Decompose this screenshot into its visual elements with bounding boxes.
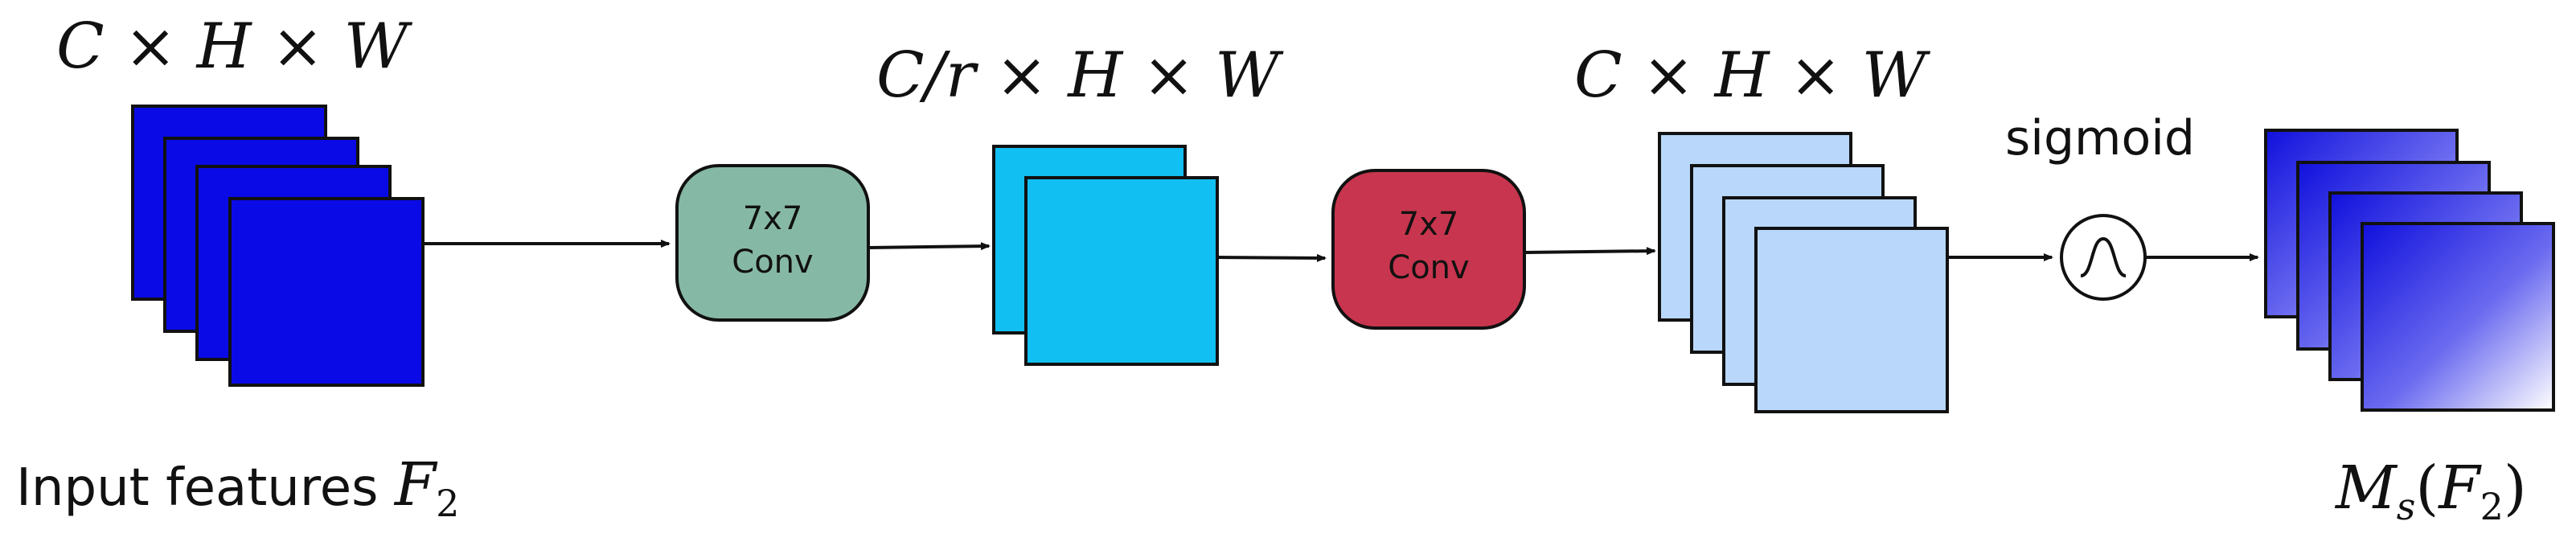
output-feature-stack: Ms(F2) — [2264, 129, 2555, 528]
arrow-conv1-to-reduced — [868, 242, 991, 251]
output-caption-sub: s — [2397, 485, 2416, 528]
sigmoid-circle — [2060, 214, 2147, 301]
conv1-kernel-label: 7x7 — [743, 200, 803, 237]
output-caption-arg-sub: 2 — [2480, 485, 2504, 528]
input-caption-prefix: Input features — [16, 458, 395, 518]
input-caption: Input features F2 — [16, 450, 459, 525]
sigmoid-block: sigmoid — [2005, 110, 2195, 301]
output-caption-close-paren: ) — [2504, 454, 2527, 523]
output-caption: Ms(F2) — [2334, 454, 2527, 528]
conv2-kernel-label: 7x7 — [1399, 206, 1459, 243]
input-dims-label: C × H × W — [56, 10, 413, 83]
output-map-4 — [2361, 222, 2555, 412]
conv1-block: 7x7 Conv — [675, 164, 870, 322]
input-feature-stack: C × H × W Input features F2 — [16, 10, 459, 525]
sigmoid-label: sigmoid — [2005, 110, 2195, 166]
conv2-block: 7x7 Conv — [1331, 169, 1526, 330]
expanded-feature-map-4 — [1754, 227, 1949, 413]
input-feature-map-4 — [228, 197, 425, 387]
reduced-feature-stack: C/r × H × W — [876, 39, 1284, 366]
expanded-dims-label: C × H × W — [1574, 39, 1931, 112]
reduced-feature-map-2 — [1024, 176, 1219, 366]
conv2-box — [1331, 169, 1526, 330]
conv1-op-label: Conv — [732, 244, 813, 281]
reduced-dims-label: C/r × H × W — [876, 39, 1284, 112]
arrow-conv2-to-expanded — [1524, 247, 1656, 256]
output-caption-arg-var: F — [2437, 454, 2482, 523]
sigmoid-curve-icon — [2080, 236, 2127, 277]
input-caption-sub: 2 — [436, 482, 459, 525]
output-caption-var: M — [2334, 454, 2398, 523]
arrow-reduced-to-conv2 — [1216, 253, 1327, 262]
conv2-op-label: Conv — [1388, 249, 1469, 286]
expanded-feature-stack: C × H × W — [1574, 39, 1949, 413]
input-caption-var: F — [393, 450, 438, 519]
conv1-box — [675, 164, 870, 322]
output-caption-open-paren: ( — [2415, 454, 2439, 523]
